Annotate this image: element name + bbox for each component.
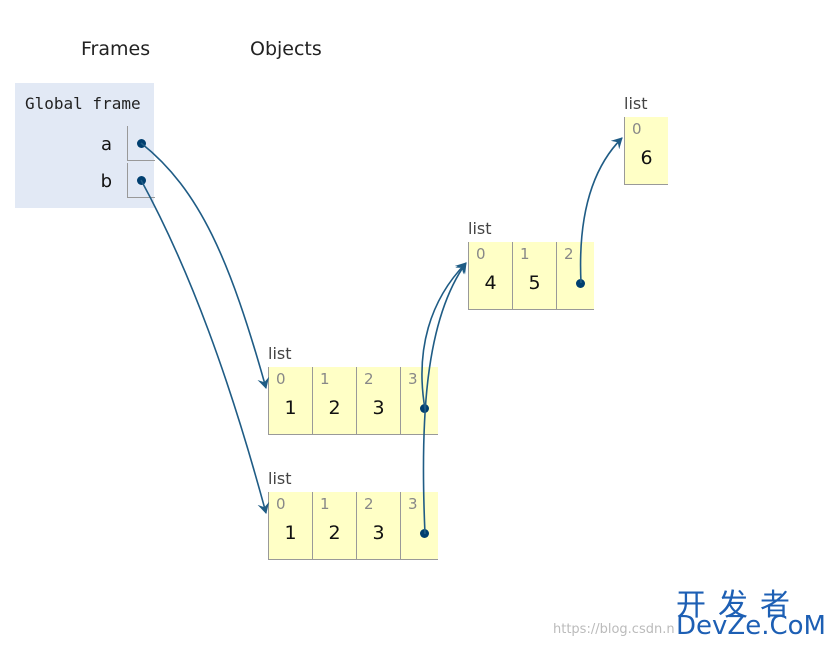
index-label: 1: [520, 245, 530, 263]
index-label: 3: [408, 495, 418, 513]
frame-title: Global frame: [25, 94, 141, 113]
index-label: 0: [276, 370, 286, 388]
arrow-a-to-list: [140, 142, 270, 389]
cell-value: 2: [328, 522, 341, 544]
list-b-label: list: [268, 469, 292, 488]
index-label: 2: [364, 495, 374, 513]
objects-header: Objects: [250, 38, 322, 60]
list-mid-cell: 2: [556, 242, 594, 309]
frames-header: Frames: [81, 38, 151, 60]
index-label: 1: [320, 495, 330, 513]
var-name-a: a: [100, 134, 112, 155]
var-name-b: b: [100, 171, 112, 192]
index-label: 3: [408, 370, 418, 388]
index-label: 2: [364, 370, 374, 388]
cell-value: 3: [372, 397, 385, 419]
arrow-listb-to-mid: [422, 262, 467, 535]
list-mid-label: list: [468, 219, 492, 238]
list-a-label: list: [268, 344, 292, 363]
list-top-label: list: [624, 94, 648, 113]
cell-value: 3: [372, 522, 385, 544]
index-label: 0: [476, 245, 486, 263]
arrow-b-to-list: [140, 179, 270, 514]
arrow-lista-to-mid: [421, 262, 467, 410]
pointer-dot: [576, 279, 585, 288]
cell-value: 4: [484, 272, 497, 294]
watermark-cn: 开发者: [676, 588, 802, 623]
watermark-en: DevZe.CoM: [676, 611, 826, 641]
cell-value: 5: [528, 272, 541, 294]
global-frame: Global frame a b: [15, 83, 155, 208]
index-label: 2: [564, 245, 574, 263]
index-label: 1: [320, 370, 330, 388]
watermark-url: https://blog.csdn.n: [553, 622, 675, 637]
index-label: 0: [632, 120, 642, 138]
cell-value: 6: [640, 147, 653, 169]
arrow-mid-to-top: [579, 137, 623, 284]
cell-value: 2: [328, 397, 341, 419]
cell-value: 1: [284, 397, 297, 419]
cell-value: 1: [284, 522, 297, 544]
index-label: 0: [276, 495, 286, 513]
